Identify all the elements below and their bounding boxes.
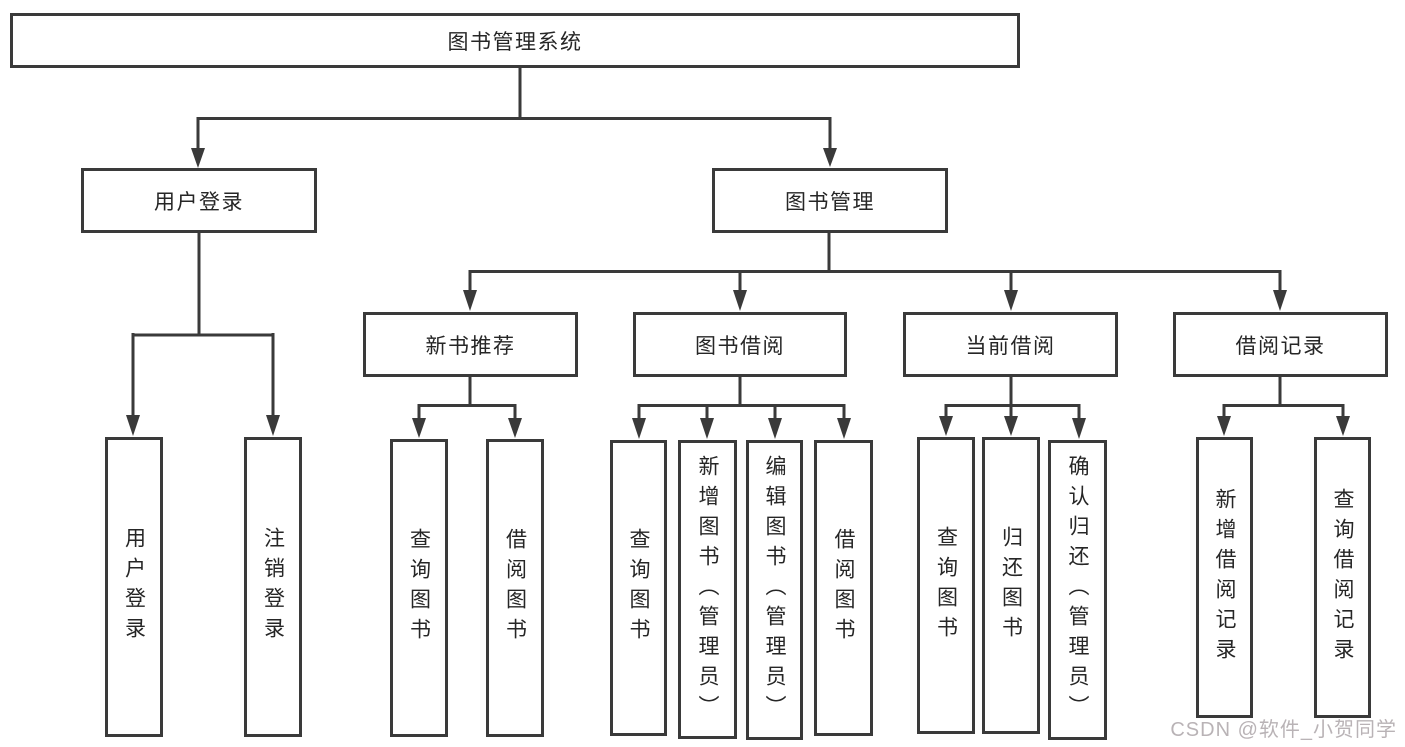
node-borrowing-records: 借阅记录 <box>1173 312 1388 377</box>
node-label: 借阅图书 <box>832 528 855 648</box>
node-label: 查询图书 <box>627 528 650 648</box>
node-label: 查询借阅记录 <box>1331 487 1354 668</box>
leaf-query-books-recommend: 查询图书 <box>390 439 448 737</box>
arrow-down-icon <box>508 418 522 438</box>
node-new-book-recommend: 新书推荐 <box>363 312 578 377</box>
arrow-down-icon <box>1004 416 1018 436</box>
node-book-borrowing: 图书借阅 <box>633 312 847 377</box>
arrow-down-icon <box>1336 416 1350 436</box>
node-current-borrowing: 当前借阅 <box>903 312 1118 377</box>
arrow-down-icon <box>823 148 837 167</box>
node-label: 新增借阅记录 <box>1213 487 1236 668</box>
leaf-query-books-borrowing: 查询图书 <box>610 440 667 736</box>
node-root: 图书管理系统 <box>10 13 1020 68</box>
node-label: 图书借阅 <box>695 334 785 358</box>
leaf-user-login: 用户登录 <box>105 437 163 737</box>
leaf-query-borrow-record: 查询借阅记录 <box>1314 437 1371 718</box>
arrow-down-icon <box>1273 290 1287 311</box>
node-label: 确认归还（管理员） <box>1066 455 1089 725</box>
node-label: 用户登录 <box>122 527 146 647</box>
node-label: 用户登录 <box>154 190 244 214</box>
branch-borrowing-records <box>1217 377 1350 436</box>
node-user-login: 用户登录 <box>81 168 317 233</box>
node-label: 图书管理 <box>785 190 875 214</box>
branch-root <box>191 68 837 168</box>
leaf-add-borrow-record: 新增借阅记录 <box>1196 437 1253 718</box>
arrow-down-icon <box>939 416 953 436</box>
arrow-down-icon <box>632 418 646 439</box>
leaf-edit-books-admin: 编辑图书（管理员） <box>746 440 803 740</box>
node-label: 图书管理系统 <box>447 30 583 54</box>
leaf-return-books: 归还图书 <box>982 437 1040 734</box>
node-book-management: 图书管理 <box>712 168 948 233</box>
arrow-down-icon <box>733 290 747 311</box>
leaf-borrow-books-recommend: 借阅图书 <box>486 439 544 737</box>
arrow-down-icon <box>266 415 280 436</box>
branch-book-borrowing <box>632 377 851 439</box>
node-label: 注销登录 <box>261 527 285 647</box>
branch-user-login <box>126 233 280 436</box>
arrow-down-icon <box>126 415 140 436</box>
node-label: 新书推荐 <box>425 334 516 358</box>
node-label: 查询图书 <box>934 525 958 646</box>
arrow-down-icon <box>1072 418 1086 439</box>
node-label: 新增图书（管理员） <box>696 454 719 725</box>
node-label: 编辑图书（管理员） <box>763 455 786 725</box>
node-label: 查询图书 <box>407 528 431 648</box>
node-label: 借阅记录 <box>1235 334 1326 358</box>
leaf-logout-login: 注销登录 <box>244 437 302 737</box>
branch-current-borrowing <box>939 377 1086 439</box>
node-label: 借阅图书 <box>503 528 527 648</box>
arrow-down-icon <box>412 418 426 438</box>
arrow-down-icon <box>1217 416 1231 436</box>
leaf-query-books-current: 查询图书 <box>917 437 975 734</box>
arrow-down-icon <box>191 148 205 168</box>
arrow-down-icon <box>463 290 477 311</box>
node-label: 当前借阅 <box>965 334 1056 358</box>
node-label: 归还图书 <box>999 525 1023 646</box>
arrow-down-icon <box>768 418 782 439</box>
arrow-down-icon <box>837 418 851 439</box>
arrow-down-icon <box>700 418 714 439</box>
leaf-confirm-return-admin: 确认归还（管理员） <box>1048 440 1107 740</box>
leaf-add-books-admin: 新增图书（管理员） <box>678 440 737 739</box>
branch-book-management <box>463 233 1287 311</box>
csdn-watermark: CSDN @软件_小贺同学 <box>1170 719 1397 741</box>
arrow-down-icon <box>1004 290 1018 311</box>
leaf-borrow-books-borrowing: 借阅图书 <box>814 440 873 736</box>
branch-new-book-recommend <box>412 377 522 438</box>
